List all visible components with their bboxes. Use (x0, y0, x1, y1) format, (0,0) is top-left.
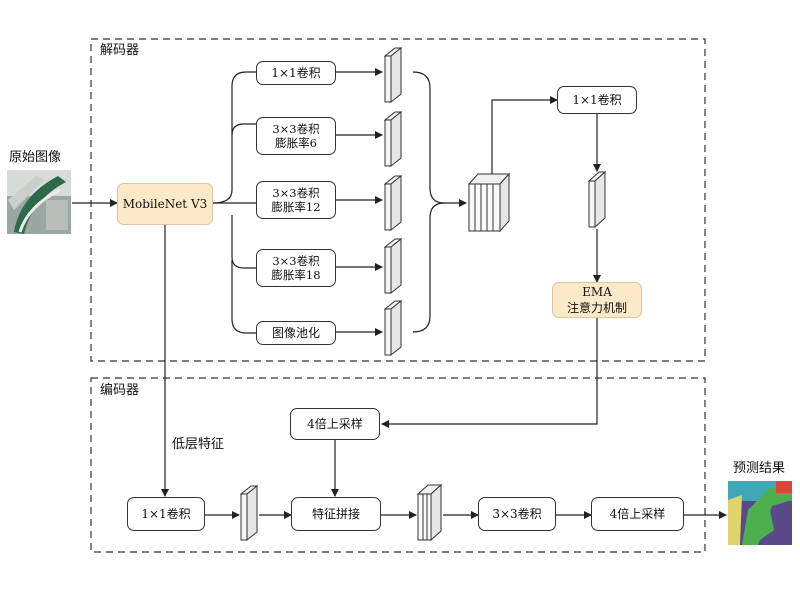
aspp-pooling-label: 图像池化 (271, 326, 320, 340)
aspp-feature-map-2 (383, 110, 403, 168)
aspp-atrous6-line2: 膨胀率6 (275, 136, 317, 150)
encoder-conv1x1-block: 1×1卷积 (127, 497, 205, 531)
aspp-feature-map-5 (383, 299, 403, 357)
fuse-conv1x1-block: 1×1卷积 (557, 86, 637, 114)
aspp-pooling-block: 图像池化 (256, 321, 336, 345)
output-image-label: 预测结果 (733, 461, 786, 476)
aspp-atrous12-block: 3×3卷积 膨胀率12 (256, 181, 336, 219)
conv3x3-block: 3×3卷积 (478, 497, 556, 531)
decoder-frame-label: 解码器 (100, 43, 140, 58)
concat-output-stack (416, 483, 443, 542)
fuse-conv1x1-label: 1×1卷积 (572, 93, 622, 107)
low-level-feature-label: 低层特征 (172, 437, 225, 452)
encoder-frame-label: 编码器 (100, 383, 140, 398)
conv3x3-label: 3×3卷积 (492, 507, 542, 521)
aspp-feature-map-4 (383, 237, 403, 295)
encoder-frame (90, 377, 706, 553)
upsample-4x-top-block: 4倍上采样 (290, 408, 380, 440)
aspp-conv1x1-block: 1×1卷积 (256, 61, 336, 85)
aspp-atrous18-line1: 3×3卷积 (272, 254, 320, 268)
aspp-feature-map-1 (383, 46, 403, 104)
aspp-atrous6-line1: 3×3卷积 (272, 122, 320, 136)
concat-feature-stack (467, 172, 511, 233)
aspp-conv1x1-label: 1×1卷积 (271, 66, 321, 80)
decoder-frame (90, 38, 706, 362)
feature-concat-label: 特征拼接 (311, 507, 360, 521)
aspp-atrous6-block: 3×3卷积 膨胀率6 (256, 117, 336, 155)
mobilenet-v3-label: MobileNet V3 (122, 197, 208, 211)
feature-concat-block: 特征拼接 (291, 497, 381, 531)
upsample-4x-output-block: 4倍上采样 (591, 497, 684, 531)
output-image (728, 481, 792, 545)
encoder-conv1x1-label: 1×1卷积 (141, 507, 191, 521)
aspp-atrous12-line2: 膨胀率12 (271, 200, 321, 214)
fuse-feature-map (587, 170, 607, 229)
ema-attention-block: EMA 注意力机制 (552, 282, 642, 318)
input-image (7, 170, 71, 234)
low-level-feature-map (239, 484, 259, 542)
aspp-atrous18-block: 3×3卷积 膨胀率18 (256, 249, 336, 287)
upsample-4x-output-label: 4倍上采样 (609, 507, 666, 521)
upsample-4x-top-label: 4倍上采样 (307, 417, 363, 431)
aspp-atrous18-line2: 膨胀率18 (271, 268, 321, 282)
mobilenet-v3-block: MobileNet V3 (117, 183, 213, 225)
ema-label-line2: 注意力机制 (566, 301, 627, 315)
connectors (72, 68, 727, 519)
aspp-feature-map-3 (383, 174, 403, 232)
input-image-label: 原始图像 (9, 150, 62, 165)
ema-label-line1: EMA (582, 285, 612, 299)
aspp-atrous12-line1: 3×3卷积 (272, 186, 320, 200)
